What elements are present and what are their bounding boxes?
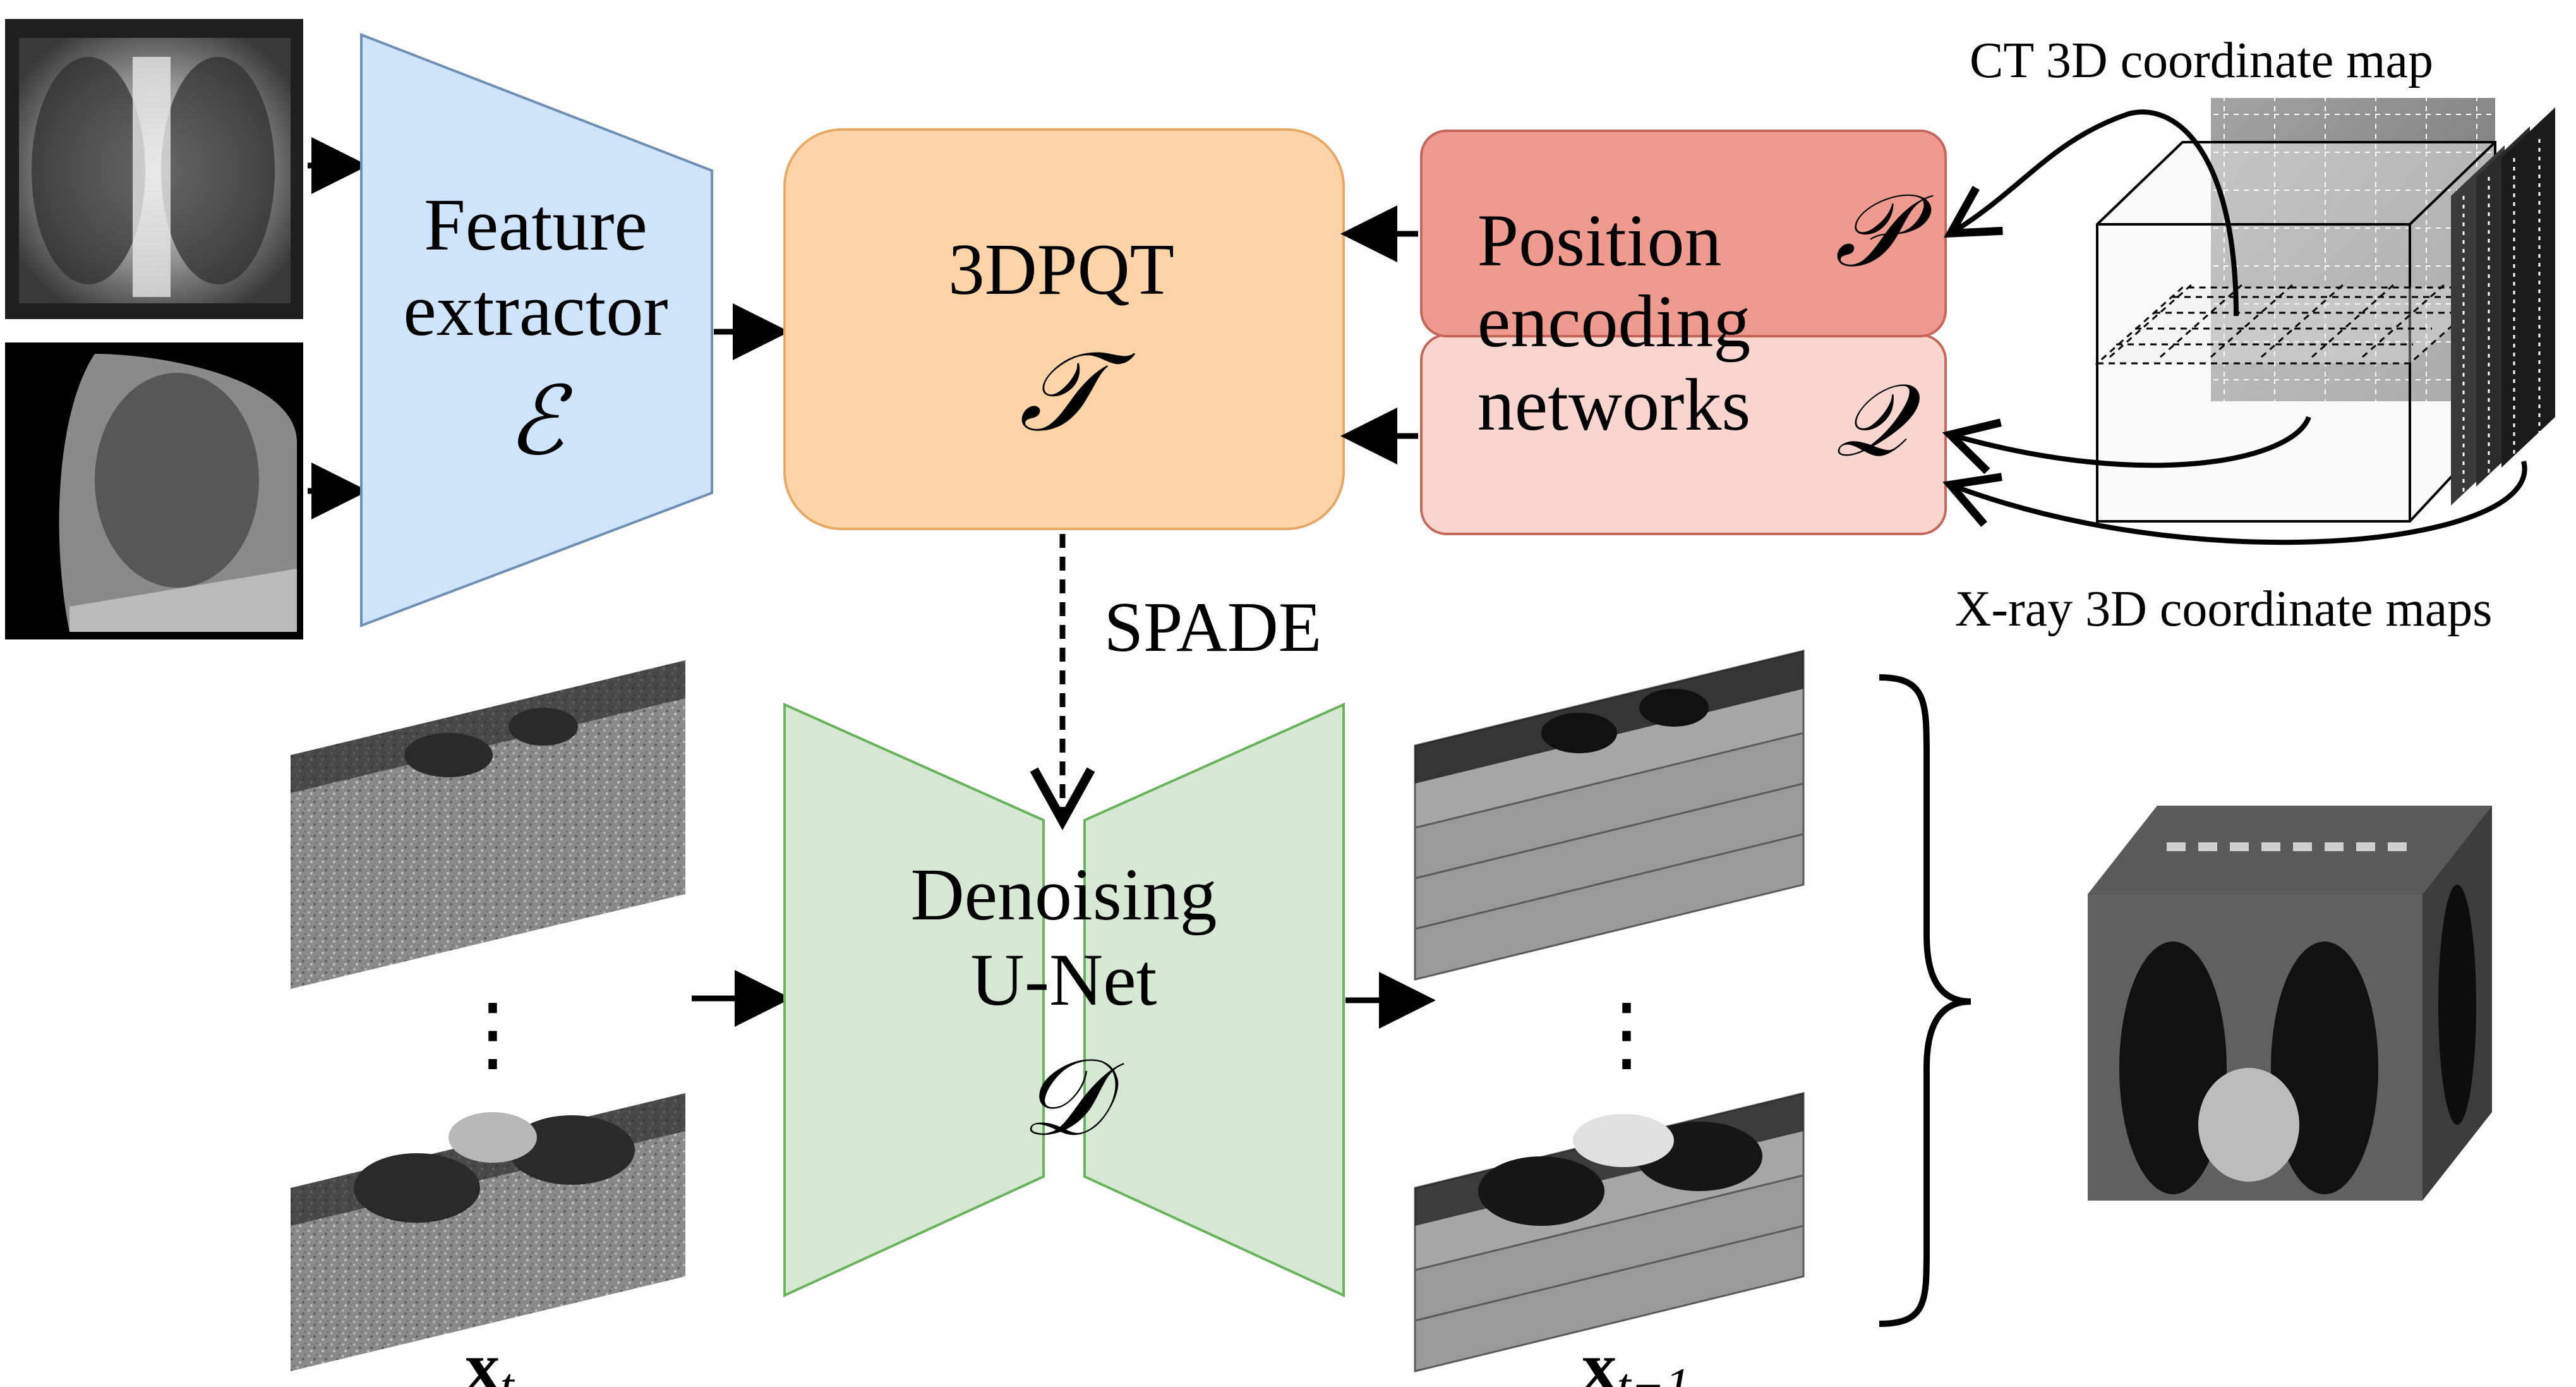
unet-line2: U-Net bbox=[971, 938, 1157, 1021]
unet-decoder-shape bbox=[1083, 702, 1345, 1298]
denoised-stack-ellipsis: ⋮ bbox=[1586, 989, 1668, 1080]
xray-coordinate-map-planes bbox=[2451, 107, 2555, 506]
spade-label: SPADE bbox=[1104, 588, 1321, 667]
grouping-brace bbox=[1879, 674, 1971, 1327]
position-encoding-line3: networks bbox=[1478, 363, 1751, 446]
feature-extractor-block: Feature extractor ℰ bbox=[360, 33, 713, 627]
denoised-ct-slices-stack bbox=[1414, 650, 1805, 1372]
feature-extractor-shape bbox=[360, 33, 713, 627]
x-t-label: xt bbox=[465, 1328, 515, 1387]
position-encoding-line1: Position bbox=[1478, 199, 1722, 282]
x-t-minus-1-sub: t−1 bbox=[1616, 1359, 1690, 1387]
reconstructed-ct-volume bbox=[2088, 806, 2492, 1201]
xray-lateral-image bbox=[5, 342, 303, 639]
unet-line1: Denoising bbox=[910, 853, 1217, 936]
noisy-stack-ellipsis: ⋮ bbox=[452, 989, 534, 1080]
xray-coordinate-maps-label: X-ray 3D coordinate maps bbox=[1955, 581, 2493, 637]
x-t-sub: t bbox=[500, 1359, 515, 1387]
position-encoding-line2: encoding bbox=[1478, 280, 1751, 363]
denoising-unet-block: Denoising U-Net 𝒟 bbox=[783, 702, 1345, 1298]
xray-frontal-image bbox=[5, 19, 303, 319]
arrow-xray-maps-to-q-lower bbox=[1942, 460, 2527, 545]
ct-coordinate-map-label: CT 3D coordinate map bbox=[1970, 33, 2433, 88]
arrow-xray-maps-to-q-upper bbox=[1942, 416, 2311, 475]
position-encoding-block: Position encoding networks 𝒫 𝒬 bbox=[1420, 130, 1947, 535]
noisy-ct-slices-stack bbox=[291, 660, 685, 1371]
unet-encoder-shape bbox=[783, 702, 1045, 1298]
pqt-box bbox=[783, 128, 1345, 530]
feature-extractor-line2: extractor bbox=[403, 269, 668, 351]
x-t-minus-1-label: xt−1 bbox=[1582, 1328, 1690, 1387]
feature-extractor-line1: Feature bbox=[424, 183, 647, 266]
x-t-base: x bbox=[465, 1328, 500, 1387]
pqt-label: 3DPQT bbox=[948, 229, 1174, 310]
feature-extractor-symbol: ℰ bbox=[507, 366, 573, 476]
coordinate-cube bbox=[2095, 98, 2555, 523]
arrow-ct-map-to-p bbox=[1943, 109, 2239, 317]
position-encoding-q-symbol: 𝒬 bbox=[1835, 361, 1922, 479]
x-t-minus-1-base: x bbox=[1582, 1328, 1616, 1387]
pqt-block: 3DPQT 𝒯 bbox=[783, 128, 1345, 530]
